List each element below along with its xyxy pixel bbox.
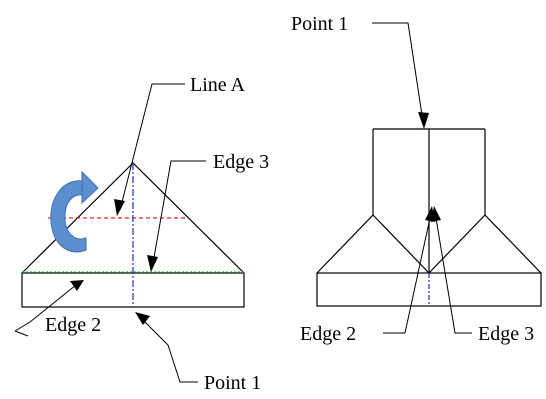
right-inner-edge-left	[372, 214, 430, 274]
edge-3-left-leader	[147, 160, 206, 272]
edge-3-left-label: Edge 3	[213, 151, 269, 173]
right-left-wing	[316, 129, 374, 274]
edge-3-right-leader	[431, 206, 472, 334]
point-1-right-label: Point 1	[291, 13, 348, 35]
right-figure: Point 1 Edge 2 Edge 3	[291, 13, 542, 345]
line-a-label: Line A	[190, 74, 246, 96]
curved-rotation-arrow-icon	[50, 170, 99, 253]
left-figure: Line A Edge 3 Edge 2 Point 1	[14, 74, 269, 394]
edge-2-right-leader	[383, 206, 435, 334]
edge-3-right-label: Edge 3	[478, 323, 534, 345]
point-1-left-label: Point 1	[204, 372, 261, 394]
edge-2-left-label: Edge 2	[45, 314, 101, 336]
point-1-left-leader	[135, 312, 198, 383]
right-right-wing	[484, 129, 542, 274]
edge-2-left-leader	[14, 280, 84, 337]
edge-2-right-label: Edge 2	[300, 323, 356, 345]
point-1-right-leader	[372, 22, 429, 129]
line-a-leader	[114, 83, 185, 216]
right-inner-edge-right	[428, 214, 486, 274]
